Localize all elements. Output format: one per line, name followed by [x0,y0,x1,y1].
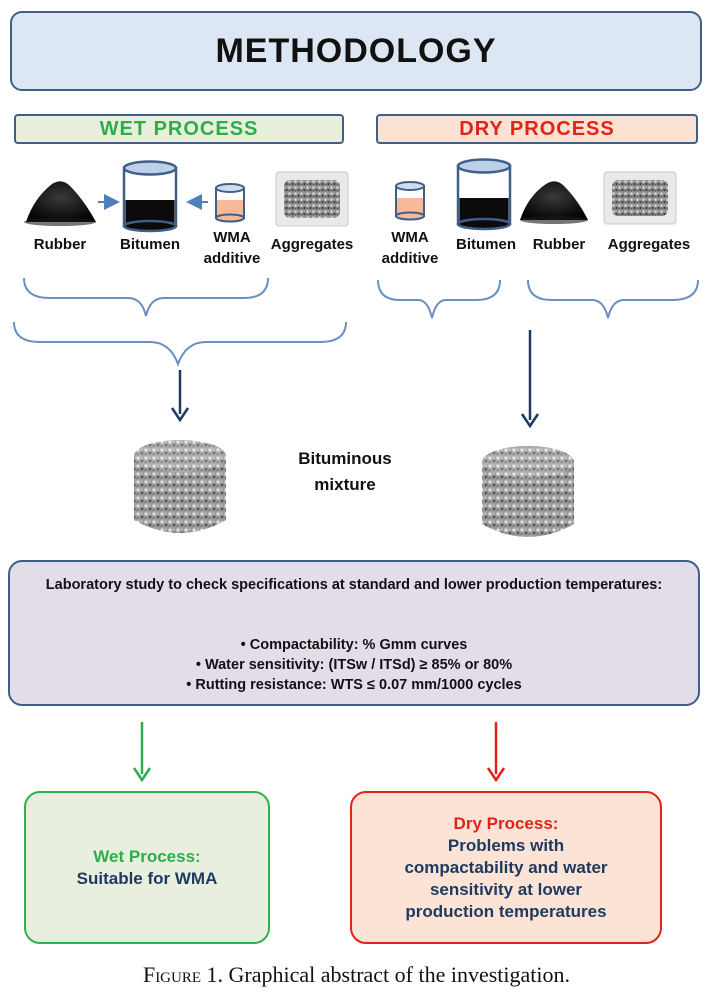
lab-study-heading: Laboratory study to check specifications… [45,577,663,593]
label-additive-dry: additive [381,250,439,267]
mixture-label-line-2: mixture [314,475,376,494]
mixture-specimen-dry [482,446,574,537]
dry-result-body-line-1: Problems with [447,835,565,855]
label-rubber-dry: Rubber [532,236,586,253]
dry-result-title: Dry Process: [453,813,559,833]
lab-bullet-compactability: • Compactability: % Gmm curves [240,637,468,653]
arrow-to-dry-result [486,722,506,783]
dry-process-header: DRY PROCESS [376,114,698,144]
label-aggregates-dry: Aggregates [607,236,691,253]
label-wma-dry: WMA [391,229,429,246]
caption-text: Graphical abstract of the investigation. [223,962,571,987]
label-wma: WMA [213,229,251,246]
aggregates-icon-dry [603,171,677,225]
label-bitumen-dry: Bitumen [456,236,516,253]
wma-additive-icon [215,183,245,223]
rubber-icon-dry [520,181,588,224]
mixture-label-line-1: Bituminous [298,449,392,468]
label-additive: additive [203,250,261,267]
brace-wet-all [13,321,347,367]
rubber-icon [24,181,96,226]
label-aggregates: Aggregates [270,236,354,253]
wet-result-body: Suitable for WMA [76,868,218,888]
label-rubber: Rubber [33,236,87,253]
arrow-dry-to-mixture [520,330,540,429]
brace-dry-binder [377,279,501,319]
dry-result-body-line-4: production temperatures [405,901,607,921]
dry-result-body-line-3: sensitivity at lower [429,879,583,899]
bitumen-icon [122,160,178,233]
arrow-wet-to-mixture [170,370,190,423]
dry-result-body-line-2: compactability and water [404,857,608,877]
wet-result-title: Wet Process: [93,846,201,866]
braces [13,277,699,367]
lab-bullet-water-sensitivity: • Water sensitivity: (ITSw / ITSd) ≥ 85%… [195,657,513,673]
page-title: METHODOLOGY [10,11,702,91]
bitumen-icon-dry [456,158,512,231]
aggregates-icon [275,171,349,227]
brace-dry-solids [527,279,699,319]
mixture-label: Bituminous mixture [280,446,410,498]
dry-result-box: Dry Process: Problems with compactabilit… [350,791,662,944]
label-bitumen: Bitumen [120,236,180,253]
wet-process-header: WET PROCESS [14,114,344,144]
caption-figure-number: Figure 1. [142,962,224,987]
wet-result-box: Wet Process: Suitable for WMA [24,791,270,944]
arrow-to-wet-result [132,722,152,783]
figure-caption: Figure 1. Graphical abstract of the inve… [0,962,713,988]
brace-wet-inputs [23,277,269,317]
mixture-specimen-wet [134,440,226,533]
lab-study-box: Laboratory study to check specifications… [8,560,700,706]
lab-bullet-rutting: • Rutting resistance: WTS ≤ 0.07 mm/1000… [186,677,522,693]
wma-additive-icon-dry [395,181,425,221]
